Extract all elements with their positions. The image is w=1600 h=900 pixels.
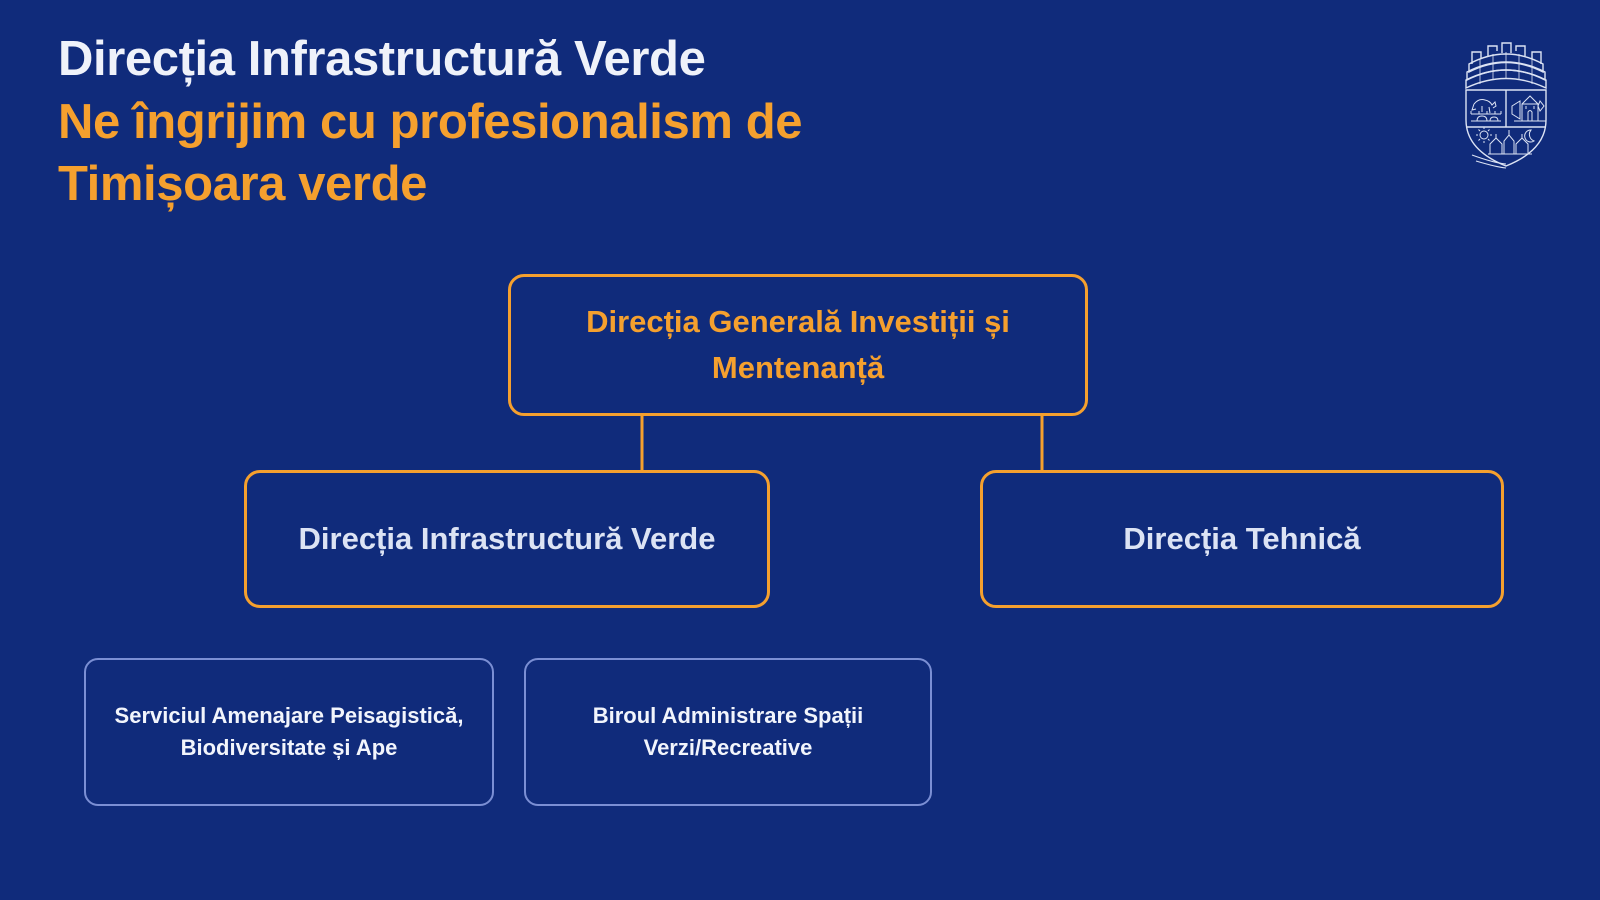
- org-node-label: Direcția Generală Investiții și Mentenan…: [586, 304, 1010, 385]
- org-node-directia-tehnica[interactable]: Direcția Tehnică: [980, 470, 1504, 608]
- org-node-directia-infrastructura-verde[interactable]: Direcția Infrastructură Verde: [244, 470, 770, 608]
- org-node-biroul-administrare-spatii-verzi[interactable]: Biroul Administrare Spații Verzi/Recreat…: [524, 658, 932, 806]
- org-node-label: Biroul Administrare Spații Verzi/Recreat…: [592, 703, 864, 760]
- org-node-label: Direcția Infrastructură Verde: [298, 521, 716, 557]
- org-node-directia-generala-investitii-si-mentenanta[interactable]: Direcția Generală Investiții și Mentenan…: [508, 274, 1088, 416]
- coat-of-arms-icon: [1452, 22, 1560, 170]
- org-node-label: Direcția Tehnică: [1123, 521, 1361, 557]
- org-node-label: Serviciul Amenajare Peisagistică, Biodiv…: [114, 703, 464, 760]
- page-subtitle: Ne îngrijim cu profesionalism de Timișoa…: [58, 94, 803, 212]
- page-title: Direcția Infrastructură Verde: [58, 32, 706, 86]
- org-node-serviciul-amenajare-peisagistica[interactable]: Serviciul Amenajare Peisagistică, Biodiv…: [84, 658, 494, 806]
- header: Direcția Infrastructură Verde Ne îngriji…: [58, 28, 1058, 216]
